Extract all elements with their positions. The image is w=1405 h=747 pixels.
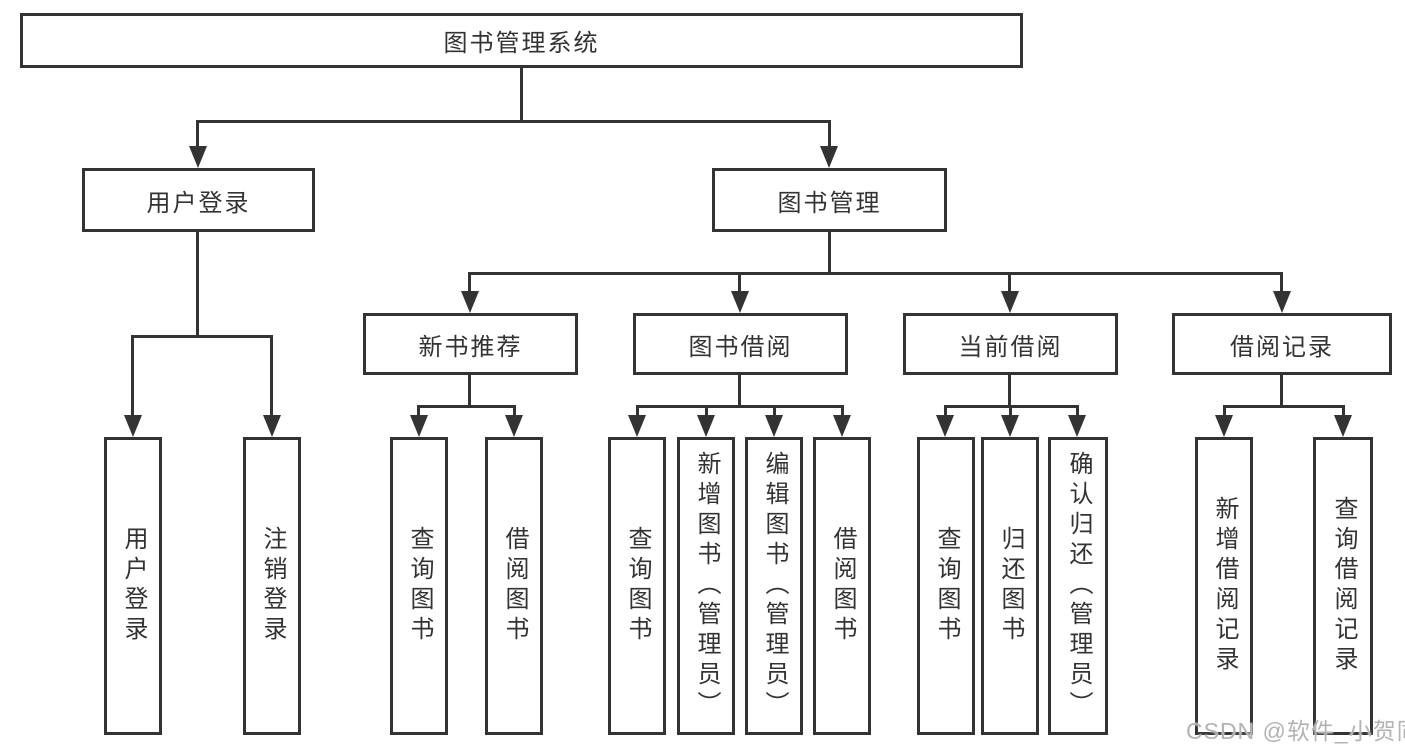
connector-root-stem xyxy=(520,68,523,120)
connector-groupC-1 xyxy=(944,405,947,419)
connector-groupA-left xyxy=(417,405,420,419)
connector-groupD-1 xyxy=(1223,405,1226,419)
connector-groupC-2 xyxy=(1009,405,1012,419)
connector-groupD-branch xyxy=(1223,405,1345,408)
connector-to-leaf-logout xyxy=(270,335,273,419)
watermark: CSDN @软件_小贺同学 xyxy=(1186,718,1405,744)
connector-groupC-stem xyxy=(1008,375,1011,405)
leaf-query-borrow-record-label: 查询借阅记录 xyxy=(1330,496,1357,676)
leaf-add-books-admin-label: 新增图书（管理员） xyxy=(693,451,720,721)
node-library-system: 图书管理系统 xyxy=(20,13,1023,68)
arrow-down-icon xyxy=(1068,415,1086,437)
node-book-management: 图书管理 xyxy=(712,168,947,232)
node-borrowing-records-label: 借阅记录 xyxy=(1230,333,1334,361)
connector-groupB-stem xyxy=(738,375,741,405)
arrow-down-icon xyxy=(189,146,207,168)
leaf-query-books-current-label: 查询图书 xyxy=(933,526,960,646)
connector-groupC-3 xyxy=(1076,405,1079,419)
leaf-add-borrow-record: 新增借阅记录 xyxy=(1195,437,1253,735)
leaf-return-books: 归还图书 xyxy=(981,437,1039,735)
leaf-add-books-admin: 新增图书（管理员） xyxy=(677,437,735,735)
arrow-down-icon xyxy=(1273,291,1291,313)
connector-to-new-book-recommend xyxy=(468,272,471,295)
arrow-down-icon xyxy=(1001,291,1019,313)
connector-user-login-stem xyxy=(196,232,199,335)
connector-to-borrowing-records xyxy=(1280,272,1283,295)
connector-groupA-right xyxy=(513,405,516,419)
connector-book-management-stem xyxy=(828,232,831,272)
node-borrowing-records: 借阅记录 xyxy=(1172,313,1392,375)
node-current-borrowing-label: 当前借阅 xyxy=(958,333,1063,361)
connector-groupA-branch xyxy=(418,405,516,408)
leaf-query-borrow-record: 查询借阅记录 xyxy=(1313,437,1373,735)
leaf-edit-books-admin: 编辑图书（管理员） xyxy=(745,437,803,735)
connector-to-current-borrowing xyxy=(1008,272,1011,295)
node-book-management-label: 图书管理 xyxy=(777,189,882,217)
node-new-book-recommend: 新书推荐 xyxy=(363,313,578,375)
connector-groupA-stem xyxy=(468,375,471,405)
connector-level2-branch xyxy=(468,272,1283,275)
node-book-borrowing-label: 图书借阅 xyxy=(688,333,793,361)
leaf-edit-books-admin-label: 编辑图书（管理员） xyxy=(761,451,788,721)
connector-level1-branch xyxy=(196,120,831,123)
leaf-query-books-current: 查询图书 xyxy=(917,437,975,735)
leaf-borrow-books-recommend: 借阅图书 xyxy=(485,437,543,735)
leaf-user-login-label: 用户登录 xyxy=(120,526,147,646)
leaf-add-borrow-record-label: 新增借阅记录 xyxy=(1211,496,1238,676)
arrow-down-icon xyxy=(263,415,281,437)
leaf-query-books-recommend-label: 查询图书 xyxy=(406,526,433,646)
leaf-borrow-books-recommend-label: 借阅图书 xyxy=(501,526,528,646)
arrow-down-icon xyxy=(936,415,954,437)
arrow-down-icon xyxy=(765,415,783,437)
connector-user-login-branch xyxy=(131,335,273,338)
node-new-book-recommend-label: 新书推荐 xyxy=(418,333,523,361)
arrow-down-icon xyxy=(731,291,749,313)
leaf-return-books-label: 归还图书 xyxy=(997,526,1024,646)
connector-groupB-4 xyxy=(841,405,844,419)
leaf-query-books-borrowing-label: 查询图书 xyxy=(624,526,651,646)
connector-groupB-2 xyxy=(705,405,708,419)
node-library-system-label: 图书管理系统 xyxy=(443,30,600,57)
connector-to-user-login xyxy=(196,120,199,150)
connector-to-leaf-user-login xyxy=(131,335,134,419)
leaf-user-login: 用户登录 xyxy=(104,437,162,735)
connector-groupB-3 xyxy=(773,405,776,419)
node-current-borrowing: 当前借阅 xyxy=(903,313,1118,375)
leaf-query-books-borrowing: 查询图书 xyxy=(608,437,666,735)
connector-groupD-2 xyxy=(1342,405,1345,419)
leaf-logout-login: 注销登录 xyxy=(243,437,301,735)
connector-groupD-stem xyxy=(1280,375,1283,405)
arrow-down-icon xyxy=(833,415,851,437)
arrow-down-icon xyxy=(410,415,428,437)
connector-to-book-borrowing xyxy=(738,272,741,295)
arrow-down-icon xyxy=(1334,415,1352,437)
leaf-confirm-return-admin-label: 确认归还（管理员） xyxy=(1065,451,1092,721)
leaf-confirm-return-admin: 确认归还（管理员） xyxy=(1048,437,1108,735)
arrow-down-icon xyxy=(1001,415,1019,437)
arrow-down-icon xyxy=(461,291,479,313)
leaf-borrow-books-borrowing-label: 借阅图书 xyxy=(829,526,856,646)
leaf-query-books-recommend: 查询图书 xyxy=(390,437,448,735)
node-user-login: 用户登录 xyxy=(82,168,315,232)
connector-groupB-branch xyxy=(636,405,844,408)
leaf-logout-login-label: 注销登录 xyxy=(259,526,286,646)
connector-to-book-management xyxy=(828,120,831,150)
arrow-down-icon xyxy=(1215,415,1233,437)
leaf-borrow-books-borrowing: 借阅图书 xyxy=(813,437,871,735)
arrow-down-icon xyxy=(820,146,838,168)
arrow-down-icon xyxy=(628,415,646,437)
connector-groupB-1 xyxy=(636,405,639,419)
arrow-down-icon xyxy=(505,415,523,437)
node-book-borrowing: 图书借阅 xyxy=(633,313,848,375)
arrow-down-icon xyxy=(697,415,715,437)
node-user-login-label: 用户登录 xyxy=(146,189,251,217)
arrow-down-icon xyxy=(124,415,142,437)
